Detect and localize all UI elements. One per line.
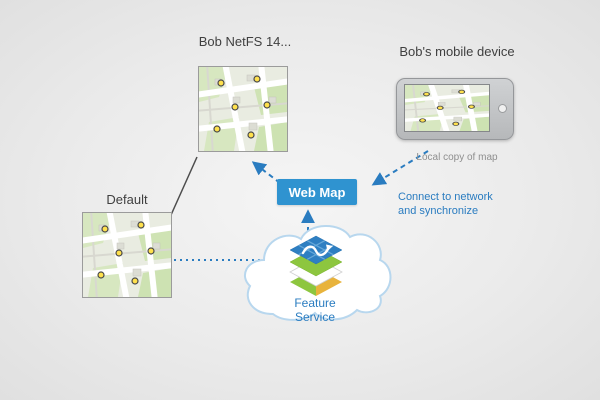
netfs-map-title: Bob NetFS 14...: [198, 34, 292, 49]
local-copy-caption: Local copy of map: [416, 152, 498, 163]
netfs-map-thumbnail: [198, 66, 288, 152]
web-map-label: Web Map: [288, 184, 346, 200]
tablet-screen-map: [404, 84, 490, 132]
default-map-thumbnail: [82, 212, 172, 298]
arrow-mobile-to-webmap: [371, 150, 429, 186]
line-default-to-netfs: [170, 156, 198, 216]
route-arrowhead-icon: [326, 244, 333, 251]
connect-sync-note-line2: and synchronize: [398, 205, 479, 217]
route-squiggle-icon: [301, 245, 330, 257]
connect-sync-note-line1: Connect to network: [398, 191, 493, 203]
feature-service-label-line2: Service: [294, 310, 335, 324]
feature-service-layers-icon: [289, 235, 343, 296]
default-map-title: Default: [106, 192, 148, 207]
arrow-webmap-to-netfs-map: [251, 161, 281, 184]
mobile-device-title: Bob's mobile device: [399, 44, 515, 59]
tablet-home-button-icon: [498, 104, 507, 113]
tablet-device: [396, 78, 514, 140]
feature-service-cloud: [244, 225, 392, 321]
connect-sync-note: Connect to network and synchronize: [398, 190, 510, 218]
feature-service-label: Feature Service: [247, 296, 383, 324]
feature-service-label-line1: Feature: [294, 296, 336, 310]
web-map-node: Web Map: [277, 179, 357, 205]
